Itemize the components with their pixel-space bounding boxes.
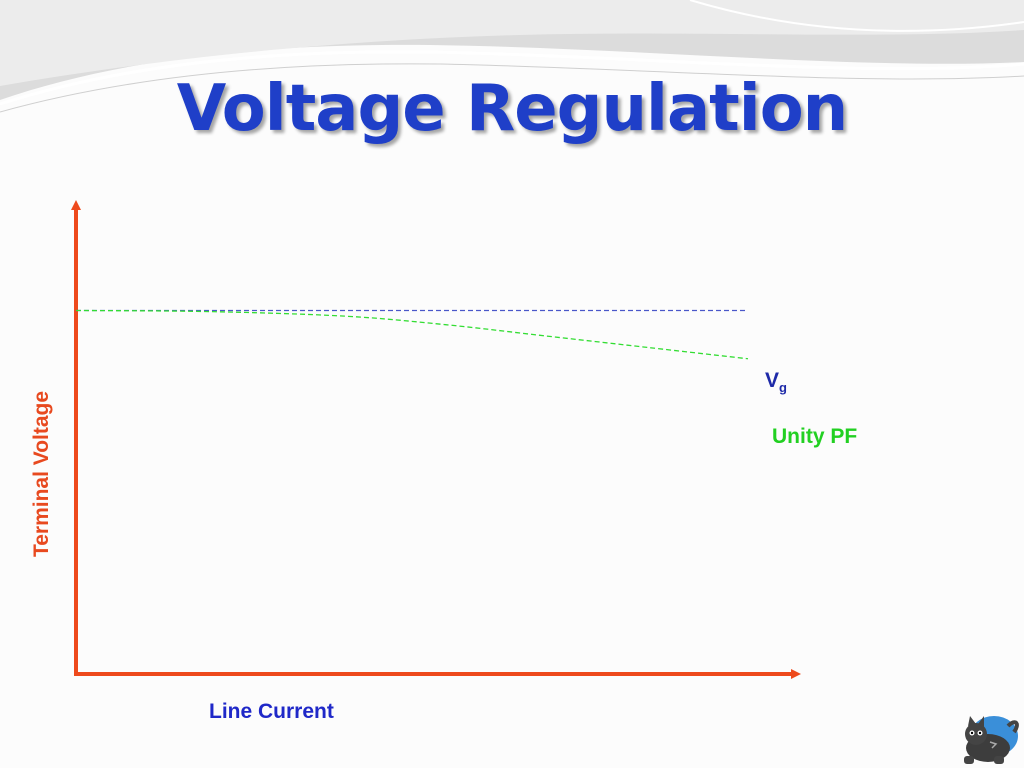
series-label-vg-subscript: g	[779, 380, 787, 395]
slide-title: Voltage Regulation	[176, 72, 848, 146]
x-axis-label: Line Current	[209, 700, 334, 723]
series-label-vg-main: V	[765, 369, 780, 392]
header-swoosh-decoration	[0, 0, 1024, 113]
cat-mascot-logo	[964, 716, 1019, 764]
series-label-vg: Vg	[765, 369, 787, 395]
y-axis-label: Terminal Voltage	[30, 390, 53, 558]
series-label-unity-pf: Unity PF	[772, 425, 858, 448]
series-line-unity-pf	[75, 309, 749, 360]
